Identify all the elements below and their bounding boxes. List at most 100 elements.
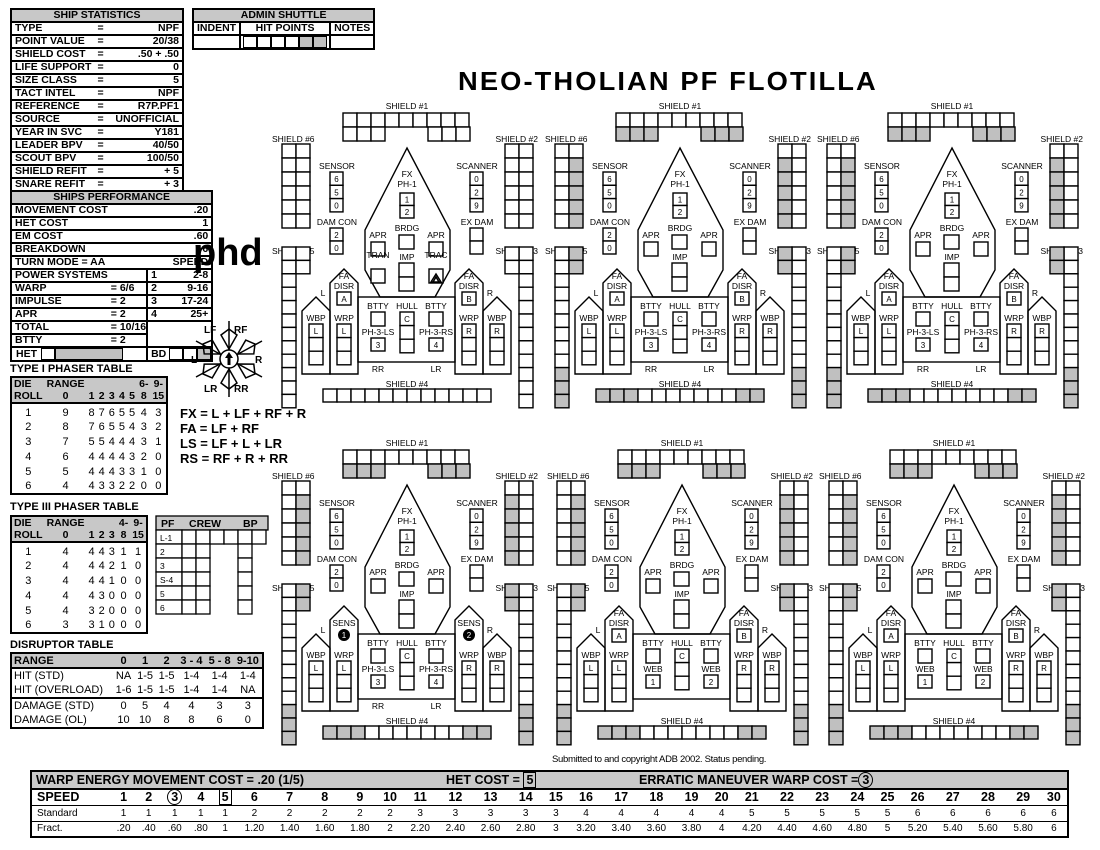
- shield-1-box[interactable]: [729, 449, 745, 465]
- damcon-box[interactable]: [874, 240, 889, 255]
- wbp-box[interactable]: [308, 687, 324, 703]
- shield-1-box[interactable]: [645, 463, 661, 479]
- shield-2-box[interactable]: [793, 550, 809, 566]
- shield-5-box[interactable]: [828, 583, 844, 599]
- shield-5-box[interactable]: [554, 380, 570, 396]
- shield-4-box[interactable]: [993, 388, 1009, 403]
- shield-3-box[interactable]: [1063, 380, 1079, 396]
- disruptor-box[interactable]: [734, 291, 750, 306]
- shield-2-box[interactable]: [793, 480, 809, 496]
- shield-2-box[interactable]: [777, 185, 793, 201]
- shield-1-box[interactable]: [370, 463, 386, 479]
- shield-2-box[interactable]: [504, 494, 520, 510]
- shield-3-box[interactable]: [1065, 610, 1081, 625]
- shield-5-box[interactable]: [281, 353, 297, 369]
- shield-3-box[interactable]: [1065, 623, 1081, 639]
- impulse-box[interactable]: [945, 599, 962, 615]
- shield-3-box[interactable]: [518, 286, 534, 302]
- shield-1-box[interactable]: [728, 126, 744, 142]
- shield-2-box[interactable]: [1063, 157, 1079, 173]
- bridge-box[interactable]: [671, 234, 688, 250]
- exdam-box[interactable]: [744, 564, 759, 579]
- battery-box[interactable]: [428, 648, 444, 664]
- shield-5-box[interactable]: [281, 246, 297, 262]
- wbp-box[interactable]: [489, 336, 505, 352]
- shield-1-box[interactable]: [643, 126, 659, 142]
- shield-2-box[interactable]: [1051, 536, 1067, 552]
- shield-3-box[interactable]: [518, 340, 534, 355]
- battery-box[interactable]: [973, 311, 989, 327]
- shield-1-box[interactable]: [903, 449, 919, 465]
- shield-4-box[interactable]: [869, 725, 885, 740]
- phaser-1-box[interactable]: [399, 204, 415, 219]
- wrp-box[interactable]: [881, 350, 897, 366]
- wbp-box[interactable]: [308, 336, 324, 352]
- shield-5-box[interactable]: [842, 583, 858, 599]
- shield-4-box[interactable]: [364, 388, 380, 403]
- shield-5-box[interactable]: [281, 703, 297, 719]
- shield-6-box[interactable]: [826, 199, 842, 215]
- shield-6-box[interactable]: [840, 171, 856, 187]
- shield-3-box[interactable]: [791, 286, 807, 302]
- shield-5-box[interactable]: [281, 393, 297, 409]
- shield-1-box[interactable]: [629, 126, 645, 142]
- wrp-box[interactable]: [609, 350, 625, 366]
- phaser-1-box[interactable]: [944, 204, 960, 219]
- scanner-box[interactable]: [744, 534, 759, 550]
- shield-4-box[interactable]: [751, 725, 767, 740]
- shield-3-box[interactable]: [1063, 286, 1079, 302]
- shield-3-box[interactable]: [518, 610, 534, 625]
- phaser-3-box[interactable]: [370, 337, 386, 352]
- impulse-box[interactable]: [943, 276, 960, 292]
- shield-6-box[interactable]: [568, 213, 584, 229]
- shield-4-box[interactable]: [406, 725, 422, 740]
- shield-3-box[interactable]: [791, 246, 807, 262]
- shield-6-box[interactable]: [295, 143, 311, 159]
- shield-5-box[interactable]: [281, 366, 297, 382]
- exdam-box[interactable]: [1014, 240, 1029, 255]
- wbp-box[interactable]: [762, 350, 778, 366]
- hull-box[interactable]: [674, 675, 690, 691]
- hit-point-box[interactable]: [243, 36, 258, 48]
- shield-5-box[interactable]: [556, 583, 572, 599]
- shield-6-box[interactable]: [568, 199, 584, 215]
- shield-1-box[interactable]: [716, 463, 732, 479]
- shield-6-box[interactable]: [554, 213, 570, 229]
- shield-4-box[interactable]: [336, 725, 352, 740]
- shield-5-box[interactable]: [554, 393, 570, 409]
- shield-3-box[interactable]: [1049, 246, 1065, 262]
- shield-1-box[interactable]: [901, 126, 917, 142]
- shield-6-box[interactable]: [281, 185, 297, 201]
- shield-2-box[interactable]: [1051, 494, 1067, 510]
- disruptor-box[interactable]: [883, 628, 899, 643]
- shield-4-box[interactable]: [651, 388, 667, 403]
- shield-3-box[interactable]: [504, 596, 520, 612]
- battery-box[interactable]: [370, 648, 386, 664]
- shield-1-box[interactable]: [426, 449, 442, 465]
- shield-6-box[interactable]: [568, 185, 584, 201]
- shield-3-box[interactable]: [1065, 583, 1081, 599]
- shield-4-box[interactable]: [911, 725, 927, 740]
- shield-5-box[interactable]: [828, 650, 844, 666]
- shield-1-box[interactable]: [1001, 449, 1017, 465]
- shield-6-box[interactable]: [295, 213, 311, 229]
- shield-6-box[interactable]: [281, 199, 297, 215]
- shield-3-box[interactable]: [518, 650, 534, 666]
- shield-1-box[interactable]: [412, 449, 428, 465]
- shield-1-box[interactable]: [1002, 463, 1018, 479]
- wbp-box[interactable]: [489, 350, 505, 366]
- exdam-box[interactable]: [742, 227, 757, 242]
- shield-2-box[interactable]: [1065, 480, 1081, 496]
- shield-3-box[interactable]: [791, 313, 807, 329]
- shield-5-box[interactable]: [554, 326, 570, 342]
- shield-3-box[interactable]: [1065, 690, 1081, 706]
- shield-6-box[interactable]: [554, 143, 570, 159]
- shield-6-box[interactable]: [570, 480, 586, 496]
- battery-box[interactable]: [643, 311, 659, 327]
- shield-6-box[interactable]: [826, 213, 842, 229]
- shield-1-box[interactable]: [398, 449, 414, 465]
- shield-3-box[interactable]: [518, 596, 534, 612]
- shield-5-box[interactable]: [281, 636, 297, 652]
- shield-1-box[interactable]: [440, 112, 456, 128]
- shield-6-box[interactable]: [828, 536, 844, 552]
